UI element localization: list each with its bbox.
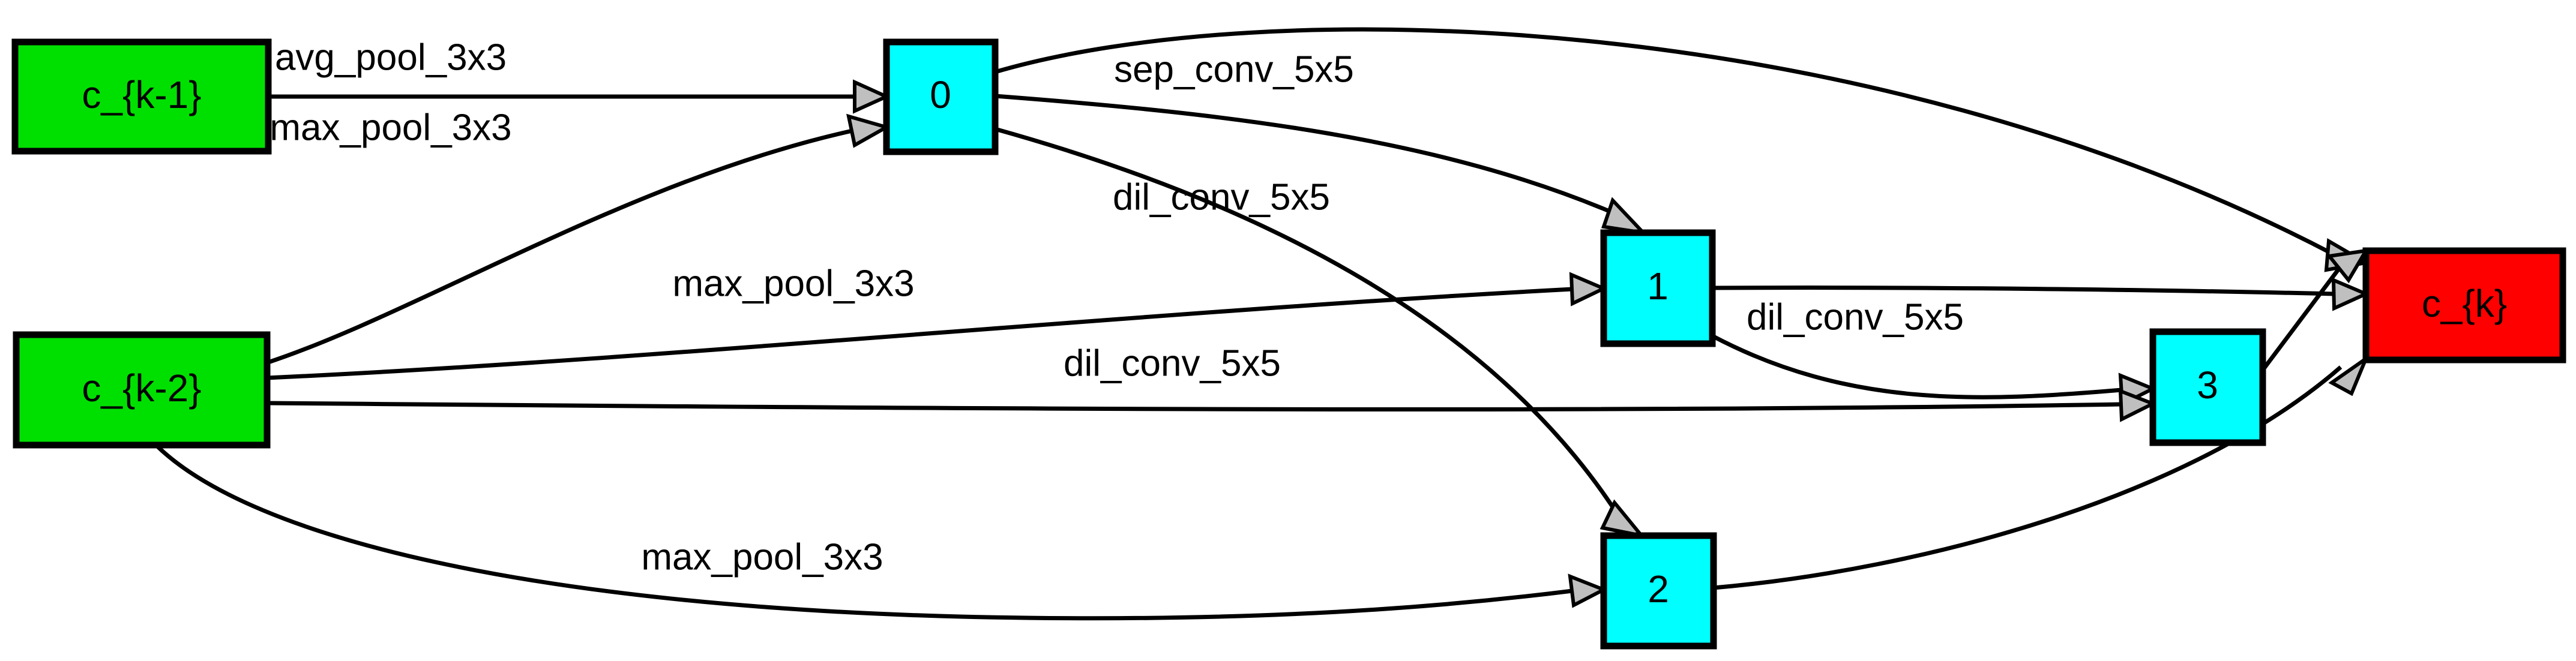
edge-1-to-ck [1712,277,2371,311]
node-ck2[interactable]: c_{k-2} [13,331,271,449]
node-ck-box[interactable] [2362,247,2566,363]
edge-label-max-pool-3x3-ck2-2: max_pool_3x3 [641,536,883,578]
node-0[interactable]: 0 [883,38,999,155]
edge-ck2-to-3 [266,388,2158,422]
node-3-label: 3 [2197,363,2218,407]
node-ck-label: c_{k} [2422,282,2507,325]
arrow-head-icon [2331,277,2371,311]
node-ck2-label: c_{k-2} [82,366,201,410]
node-ck[interactable]: c_{k} [2362,247,2566,363]
edge-label-sep-conv-5x5-0-ck: sep_conv_5x5 [1114,49,1354,90]
arrow-head-icon [1569,272,1608,307]
edge-line [995,94,1622,218]
arrow-head-icon [846,113,891,148]
node-0-label: 0 [930,73,951,116]
node-ck1-label: c_{k-1} [82,73,201,116]
node-ck1-box[interactable] [11,38,272,155]
edge-line [1712,286,2335,296]
edge-line [995,27,2336,257]
edges-layer [154,27,2371,621]
nodes-layer: c_{k-1} c_{k-2} 0 1 2 3 [11,38,2566,650]
edge-ck2-to-1 [266,272,1608,380]
arrow-head-icon [1599,499,1646,539]
edge-3-to-ck [2261,248,2370,372]
node-1-box[interactable] [1600,229,1716,347]
arrow-head-icon [1568,573,1608,608]
node-2-label: 2 [1648,567,1669,611]
node-2[interactable]: 2 [1600,532,1717,650]
arrow-head-icon [1601,197,1649,236]
edge-2-to-ck [1713,353,2370,590]
edge-line [267,128,853,365]
edge-ck2-to-0 [267,113,891,365]
edge-1-to-3 [1711,333,2158,407]
edge-ck1-to-0 [268,79,891,114]
arrow-head-icon [2326,248,2370,284]
edge-0-to-2 [995,127,1646,539]
edge-0-to-1 [995,94,1649,236]
edge-label-dil-conv-5x5-0-1: dil_conv_5x5 [1113,176,1330,218]
edge-line [2261,265,2343,372]
node-3[interactable]: 3 [2149,328,2266,446]
edge-label-dil-conv-5x5-1-3: dil_conv_5x5 [1747,296,1964,338]
edge-line [266,401,2122,412]
node-3-box[interactable] [2149,328,2266,446]
edge-line [1711,333,2122,399]
arrow-head-icon [853,79,891,114]
node-ck1[interactable]: c_{k-1} [11,38,272,155]
edge-ck2-to-2 [154,443,1608,621]
node-0-box[interactable] [883,38,999,155]
edge-label-dil-conv-5x5-0-2: dil_conv_5x5 [1064,342,1281,384]
edge-label-max-pool-3x3-ck2-0: max_pool_3x3 [269,107,511,148]
edge-line [995,127,1622,520]
node-1[interactable]: 1 [1600,229,1716,347]
node-ck2-box[interactable] [13,331,271,449]
arrow-head-icon [2328,353,2370,396]
edge-line [1713,365,2343,590]
node-1-label: 1 [1647,265,1669,308]
arrow-head-icon [2118,388,2158,422]
edge-label-max-pool-3x3-ck2-1: max_pool_3x3 [672,263,914,304]
edge-line [154,443,1573,621]
edge-line [266,287,1573,380]
node-2-box[interactable] [1600,532,1717,650]
edge-label-avg-pool-3x3-ck1-0: avg_pool_3x3 [275,37,507,78]
edge-labels-layer: avg_pool_3x3 max_pool_3x3 sep_conv_5x5 d… [269,37,1964,578]
